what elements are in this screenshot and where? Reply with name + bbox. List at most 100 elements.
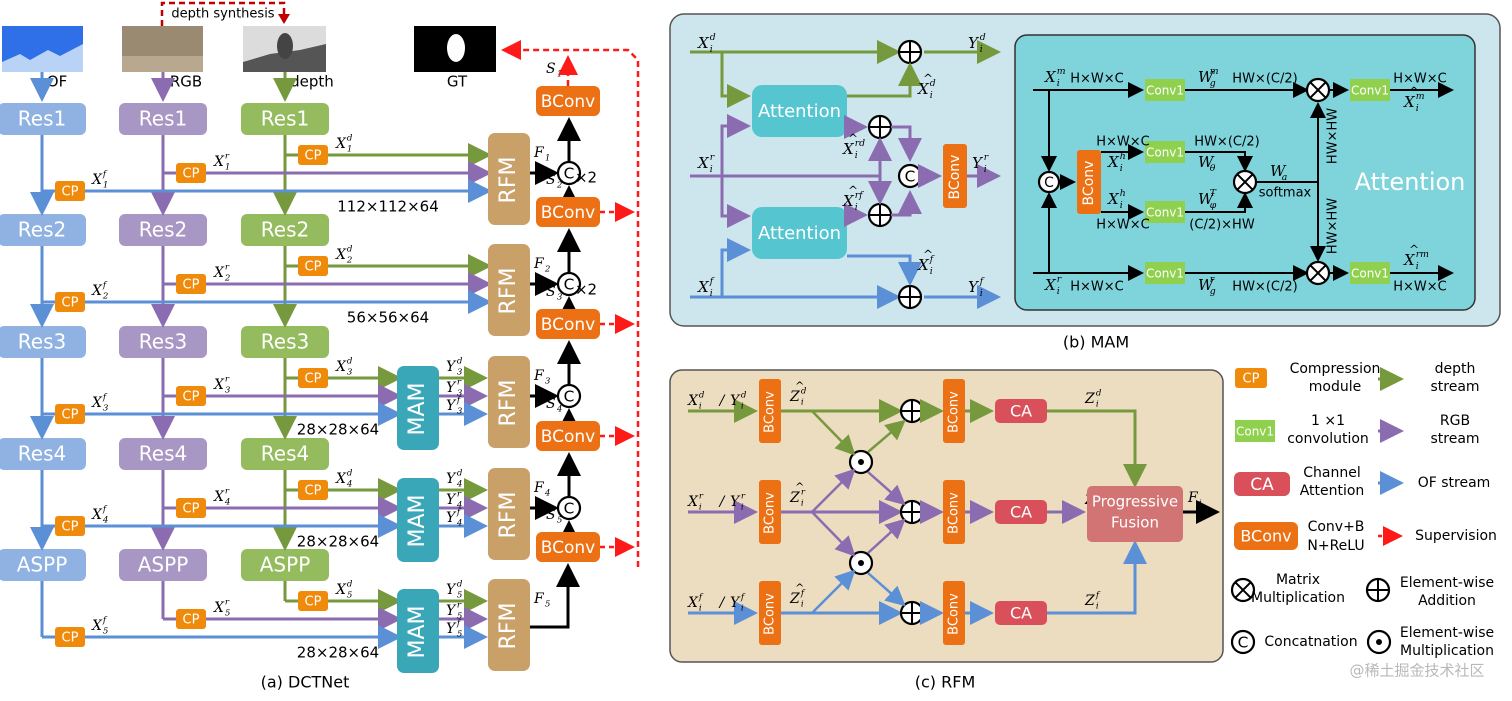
- legend-add-l2: Addition: [1418, 593, 1476, 609]
- x1-d-label-base: X: [335, 136, 347, 152]
- mam-block-3-rect: [397, 366, 439, 450]
- rfm-y-r-sub: i: [741, 502, 744, 512]
- upsample-label-1: ×2: [575, 169, 597, 187]
- decoder-bconv-1-label: BConv: [541, 92, 595, 112]
- attn-wphi-label-sup: T: [1210, 188, 1217, 199]
- depth-res1-block-rect: [241, 103, 329, 135]
- x3-f-label-sup: f: [102, 393, 108, 403]
- rfm-f-to-mul: [811, 569, 856, 614]
- x5-f-label-sub: 5: [103, 626, 109, 636]
- rfm-ca-d-label: CA: [1010, 402, 1032, 421]
- mam-xhat-rd-label: X^rdi: [842, 131, 865, 161]
- legend-add-icon: [1365, 577, 1391, 603]
- mam-yr-label-base: Y: [972, 154, 984, 172]
- attn-wgr-label: Wrg: [1198, 274, 1216, 297]
- mam-yr-label-sup: r: [984, 152, 989, 163]
- attn-xr-label-sup: r: [1057, 274, 1062, 285]
- rfm-zhat-label-d-hat: ^: [795, 380, 804, 393]
- attn-xh2-label-base: X: [1107, 190, 1120, 208]
- legend-conv1-swatch-rect: [1235, 420, 1275, 442]
- y3-r-label-base: Y: [446, 380, 457, 396]
- y4-r-label-sub: 4: [456, 500, 463, 510]
- mam-xhat-d-label-base: X: [917, 80, 930, 98]
- of-res2-block-rect: [0, 214, 86, 246]
- legend-mul-l2: Multiplication: [1400, 643, 1494, 659]
- rfm-zhat-label-f-hat: ^: [795, 582, 804, 595]
- cp-rgb-5-label: CP: [183, 613, 200, 628]
- legend-of-label: OF stream: [1418, 475, 1491, 491]
- x3-r-label-sub: 3: [225, 385, 231, 395]
- rfm-zhat-label-r-sup: r: [801, 488, 806, 498]
- attn-bconv: BConv: [1077, 150, 1101, 214]
- attn-hwc2-bottom: HW×(C/2): [1232, 280, 1297, 295]
- mam-xhat-d-label-hat: ^: [923, 71, 933, 85]
- legend-supervision-label: Supervision: [1415, 528, 1497, 544]
- cp-of-2: CP: [55, 292, 85, 312]
- mam-add-rf: [867, 202, 893, 228]
- attn-wgm-label-base: W: [1198, 68, 1215, 86]
- cp-depth-3-rect: [298, 368, 328, 388]
- attn-xhat-m-label-base: X: [1403, 93, 1416, 111]
- rfm-z-label-d-sub: i: [1096, 399, 1099, 409]
- depth-res2-block: Res2: [241, 214, 329, 246]
- concat-letter: C: [1044, 175, 1054, 191]
- cp-rgb-4-rect: [176, 498, 206, 518]
- conv1-xr: Conv1: [1145, 262, 1185, 284]
- attn-hwhw-top: HW×HW: [1326, 108, 1341, 164]
- conv1-out-m-label: Conv1: [1351, 84, 1389, 98]
- x-b: [1236, 173, 1254, 191]
- f4-label-base: F: [533, 480, 545, 496]
- of-image: [2, 26, 83, 72]
- attn-hwc2-theta: HW×(C/2): [1194, 135, 1259, 150]
- dot: [858, 459, 864, 465]
- cp-rgb-3: CP: [176, 386, 206, 406]
- rfm-slash-f: /: [718, 595, 726, 611]
- rfm-bconv-mid-d-rect: [943, 379, 965, 443]
- rfm-r-to-mul-bottom: [811, 511, 856, 557]
- rfm-block-2-rect: [488, 244, 530, 336]
- conv1-theta-rect: [1145, 141, 1185, 163]
- rfm-d-to-mul: [811, 410, 856, 456]
- decoder-bconv-3-rect: [536, 309, 600, 339]
- x5-r-label-base: X: [213, 600, 225, 616]
- legend-mul-icon: [1366, 629, 1392, 655]
- of-input-label: OF: [47, 73, 67, 91]
- y5-r-label-base: Y: [446, 603, 457, 619]
- x5-f-label-base: X: [91, 618, 103, 634]
- rfm-z-label-f-base: Z: [1084, 593, 1095, 609]
- legend-ca-swatch-label: CA: [1250, 475, 1274, 495]
- concat-letter: C: [564, 165, 575, 183]
- depth-res2-block-label: Res2: [261, 218, 309, 242]
- of-res1-block-rect: [0, 103, 86, 135]
- depth-image-object: [277, 33, 293, 59]
- mam-add-rf-to-cat: [891, 190, 922, 217]
- cp-of-4-rect: [55, 516, 85, 536]
- watermark: @稀土掘金技术社区: [1349, 662, 1484, 680]
- depth-aspp-block-label: ASPP: [260, 553, 311, 577]
- mam-xf-label-sup: f: [709, 276, 715, 287]
- rfm-z-label-d-sup: d: [1096, 389, 1102, 399]
- attn-xh1-label-sup: h: [1120, 151, 1126, 162]
- y4-d-label-sup: d: [457, 469, 463, 479]
- conv1-out-rm-rect: [1350, 262, 1390, 284]
- s5-label-sub: 5: [557, 515, 563, 525]
- rgb-res1-block-rect: [119, 103, 207, 135]
- rfm-bconv-in-r-label: BConv: [763, 492, 778, 534]
- x5-d-label-base: X: [335, 582, 347, 598]
- concat-letter: C: [564, 276, 575, 294]
- conv1-phi-label: Conv1: [1146, 206, 1184, 220]
- y4-f-label-base: Y: [446, 510, 457, 526]
- mam-yd-label-sup: d: [980, 32, 986, 43]
- y3-r-label-sup: r: [457, 378, 462, 388]
- mam-bconv: BConv: [943, 144, 967, 208]
- attn-hwc-bottom: H×W×C: [1070, 280, 1124, 295]
- attn-xh1-label-sub: i: [1120, 163, 1123, 174]
- rfm-y-f-sub: i: [741, 603, 744, 613]
